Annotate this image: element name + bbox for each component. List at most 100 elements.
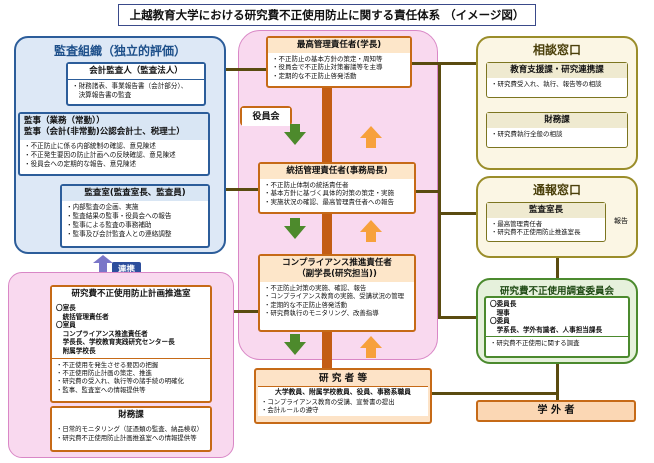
up-arrow-1-stem	[366, 138, 376, 148]
plan-member-2: 統括管理責任者	[56, 312, 109, 321]
report-title: 通報窓口	[532, 183, 581, 197]
report-note-2: ・研究費不正使用防止推進室長	[491, 228, 581, 237]
general-note-1: ・不正防止体制の統括責任者	[264, 181, 349, 189]
connector-vertical-right	[438, 62, 441, 318]
connector-audit-top	[226, 68, 266, 71]
audit-region-title: 監査組織（独立的評価）	[53, 44, 186, 58]
committee-member-1: 〇委員長	[490, 300, 517, 308]
up-arrow-1-icon	[360, 126, 382, 138]
up-arrow-2-stem	[366, 232, 376, 242]
researchers-name: 研 究 者 等	[319, 373, 367, 384]
office-note-4: ・監事及び会計監査人との連絡調整	[66, 230, 172, 238]
connector-top-consult	[412, 62, 476, 65]
plan-note-3: ・研究費の受入れ、執行等の諸手続の明確化	[56, 377, 184, 386]
compliance-note-2: ・コンプライアンス教育の実施、受講状況の管理	[264, 292, 405, 301]
consult-title: 相談窓口	[532, 43, 581, 57]
plan-member-5: 学長長、学校教育実践研究センター長	[56, 338, 175, 347]
down-arrow-3-stem	[290, 334, 300, 342]
down-arrow-3-icon	[284, 342, 306, 355]
plan-member-6: 附属学校長	[56, 346, 96, 355]
auditor-officer-box: 監事（業務（常勤）） 監事（会計(非常勤)公認会計士、税理士） ・不正防止に係る…	[18, 112, 210, 176]
consult-box2-note-1: ・研究費執行全般の相談	[491, 130, 563, 138]
consult-box2-name: 財務課	[487, 113, 627, 128]
top-note-2: ・役員会で不正防止対策審議等を主導	[272, 63, 383, 72]
top-manager-box: 最高管理責任者(学長) ・不正防止の基本方針の策定・周知等 ・役員会で不正防止対…	[266, 36, 412, 88]
committee-member-4: 学系長、学外有識者、人事担当課長	[490, 325, 603, 334]
compliance-name-2: （副学長(研究担当))	[297, 269, 377, 279]
connector-general-right	[416, 190, 438, 193]
report-note-1: ・最高管理責任者	[491, 220, 543, 228]
officer-note-3: ・役員会への定期的な報告、意見陳述	[24, 160, 137, 168]
down-arrow-1-icon	[284, 132, 306, 145]
finance-left-note-1: ・日常的モニタリング（証憑類の監査、納品検収）	[56, 425, 203, 433]
researchers-sub: 大学教員、附属学校教員、役員、事務系職員	[275, 388, 411, 396]
researchers-box: 研 究 者 等 大学教員、附属学校教員、役員、事務系職員 ・コンプライアンス教育…	[254, 368, 432, 424]
compliance-box: コンプライアンス推進責任者 （副学長(研究担当)) ・不正防止対策の実施、確認、…	[258, 254, 416, 332]
top-note-3: ・定期的な不正防止啓発活動	[272, 71, 357, 80]
compliance-note-3: ・定期的な不正防止啓発活動	[264, 300, 348, 309]
consult-box1-note-1: ・研究費受入れ、執行、報告等の相談	[491, 80, 602, 88]
top-note-1: ・不正防止の基本方針の策定・周知等	[272, 55, 383, 63]
page-title: 上越教育大学における研究費不正使用防止に関する責任体系 （イメージ図）	[118, 4, 536, 26]
plan-note-1: ・不正使用を発生させる要因の把握	[56, 360, 159, 369]
office-note-2: ・監査結果の監事・役員会への報告	[66, 212, 172, 220]
connector-report-committee	[556, 256, 559, 280]
general-manager-box: 統括管理責任者(事務局長) ・不正防止体制の統括責任者 ・基本方針に基づく具体的…	[258, 162, 416, 214]
auditor-note-1: ・財務諸表、事業報告書（会計部分）、	[72, 82, 188, 90]
office-note-1: ・内部監査の企画、実施	[66, 203, 139, 211]
finance-left-name: 財務課	[52, 408, 210, 423]
report-box-name: 監査室長	[487, 203, 605, 218]
finance-left-box: 財務課 ・日常的モニタリング（証憑類の監査、納品検収） ・研究費不正使用防止計画…	[50, 406, 212, 452]
committee-box: 〇委員長 理事 〇委員 学系長、学外有識者、人事担当課長 ・研究費不正使用に関す…	[484, 296, 630, 358]
outsider-box: 学 外 者	[476, 400, 636, 422]
compliance-note-1: ・不正防止対策の実施、確認、報告	[264, 284, 367, 292]
connector-researchers-outsider	[432, 392, 556, 395]
general-note-2: ・基本方針に基づく具体的対策の策定・実施	[264, 189, 394, 198]
down-arrow-1-stem	[290, 124, 300, 132]
down-arrow-2-stem	[290, 218, 300, 226]
connector-audit-general	[226, 188, 258, 191]
general-note-3: ・実施状況の確認、最高管理責任者への報告	[264, 197, 394, 206]
officer-note-1: ・不正防止に係る内部統制の確認、意見陳述	[24, 142, 156, 150]
committee-member-3: 〇委員	[490, 317, 510, 326]
officer-note-2: ・不正発生要因の防止計画への反映確認、意見陳述	[24, 151, 176, 159]
up-arrow-3-icon	[360, 336, 382, 348]
connector-report	[438, 212, 476, 215]
general-manager-name: 統括管理責任者(事務局長)	[260, 164, 414, 179]
plan-note-2: ・不正使用防止計画の策定、推進	[56, 368, 152, 377]
top-manager-name: 最高管理責任者(学長)	[268, 38, 410, 53]
audit-office-name: 監査室(監査室長、監査員)	[62, 186, 208, 201]
audit-office-box: 監査室(監査室長、監査員) ・内部監査の企画、実施 ・監査結果の監事・役員会への…	[60, 184, 210, 248]
consult-box1-name: 教育支援課・研究連携課	[487, 63, 627, 78]
plan-office-box: 研究費不正使用防止計画推進室 〇室長 統括管理責任者 〇室員 コンプライアンス推…	[50, 285, 212, 403]
report-side-label: 報告	[614, 217, 628, 225]
committee-member-2: 理事	[490, 308, 510, 317]
committee-title: 研究費不正使用調査委員会	[499, 286, 614, 297]
board-box: 役員会	[240, 106, 292, 126]
researchers-note-1: ・コンプライアンス教育の受講、宣誓書の提出	[261, 398, 395, 406]
consult-box-finance: 財務課 ・研究費執行全般の相談	[486, 112, 628, 148]
board-name: 役員会	[242, 108, 290, 126]
up-arrow-3-stem	[366, 348, 376, 358]
plan-member-3: 〇室員	[56, 321, 76, 330]
researchers-note-2: ・会計ルールの遵守	[261, 406, 319, 415]
connector-plan-compliance	[234, 310, 258, 313]
report-box: 監査室長 ・最高管理責任者 ・研究費不正使用防止推進室長	[486, 202, 606, 242]
consult-box-education: 教育支援課・研究連携課 ・研究費受入れ、執行、報告等の相談	[486, 62, 628, 98]
compliance-note-4: ・研究費執行のモニタリング、改善指導	[264, 308, 379, 317]
officer-name-1: 監事（業務（常勤））	[24, 116, 105, 126]
plan-office-name: 研究費不正使用防止計画推進室	[52, 287, 210, 302]
consult-region: 相談窓口	[476, 36, 638, 170]
connector-committee	[438, 316, 476, 319]
finance-left-note-2: ・研究費不正使用防止計画推進室への情報提供等	[56, 434, 197, 442]
plan-member-4: コンプライアンス推進責任者	[56, 329, 148, 338]
office-note-3: ・監事による監査の事務補助	[66, 221, 152, 229]
committee-note-1: ・研究費不正使用に関する調査	[490, 339, 580, 348]
plan-member-1: 〇室長	[56, 304, 76, 312]
responsibility-spine	[322, 86, 332, 420]
connector-committee-outsider	[556, 364, 559, 400]
plan-note-4: ・監事、監査室への情報提供等	[56, 385, 146, 394]
officer-name-2: 監事（会計(非常勤)公認会計士、税理士）	[24, 127, 185, 137]
auditor-box: 会計監査人（監査法人） ・財務諸表、事業報告書（会計部分）、 決算報告書の監査	[66, 62, 206, 106]
compliance-name-1: コンプライアンス推進責任者	[282, 258, 392, 268]
